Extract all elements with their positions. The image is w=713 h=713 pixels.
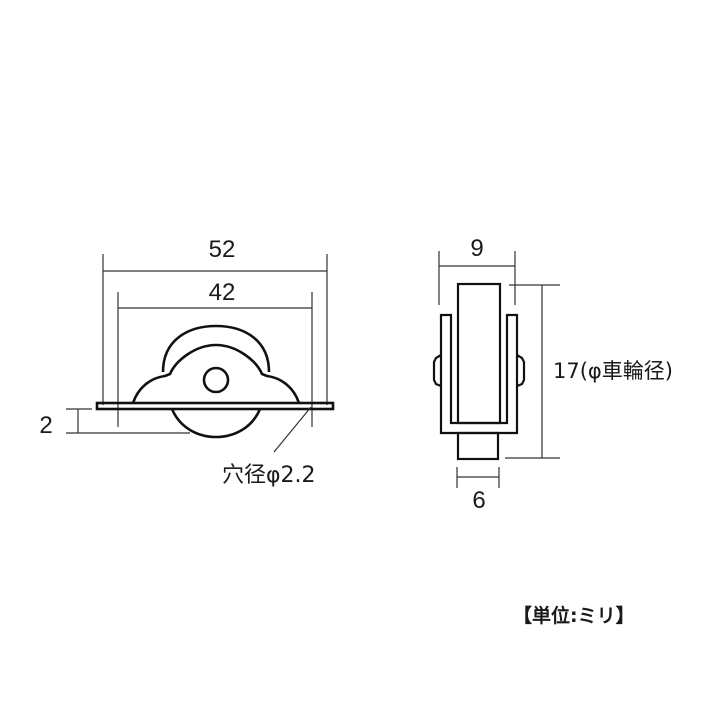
- wheel-lower-arc: [170, 408, 262, 439]
- wheel-outer-arc: [161, 324, 271, 373]
- dimension-42: 42: [117, 279, 313, 427]
- side-view: 9 17(φ車輪径) 6: [432, 235, 673, 514]
- dimension-label-plate-thickness: 2: [39, 412, 52, 439]
- dimension-2: 2: [39, 408, 190, 439]
- dimension-label-side-width: 9: [470, 235, 483, 262]
- left-axle-tab: [432, 354, 442, 388]
- unit-note: 【単位:ミリ】: [513, 604, 635, 627]
- hole-diameter-note: 穴径φ2.2: [222, 463, 316, 488]
- base-plate: [95, 401, 335, 411]
- hub-hole-icon: [202, 366, 230, 394]
- dimension-6: 6: [456, 467, 500, 514]
- bracket-profile: [131, 343, 301, 404]
- dimension-label-wheel-width: 6: [472, 487, 485, 514]
- dimension-9: 9: [438, 235, 516, 305]
- wheel-lower-side: [456, 431, 500, 461]
- dimension-label-hole-pitch: 42: [209, 279, 236, 306]
- bracket-u-shape: [439, 313, 519, 435]
- dimension-label-overall-width: 52: [209, 236, 236, 263]
- hole-leader: 穴径φ2.2: [222, 406, 316, 488]
- wheel-side: [456, 282, 502, 425]
- wheel-diameter-note: 17(φ車輪径): [553, 359, 673, 383]
- dimension-17: 17(φ車輪径): [505, 284, 673, 459]
- dimension-52: 52: [102, 236, 328, 405]
- front-view: 52 42 2: [39, 236, 335, 488]
- right-axle-tab: [516, 354, 526, 388]
